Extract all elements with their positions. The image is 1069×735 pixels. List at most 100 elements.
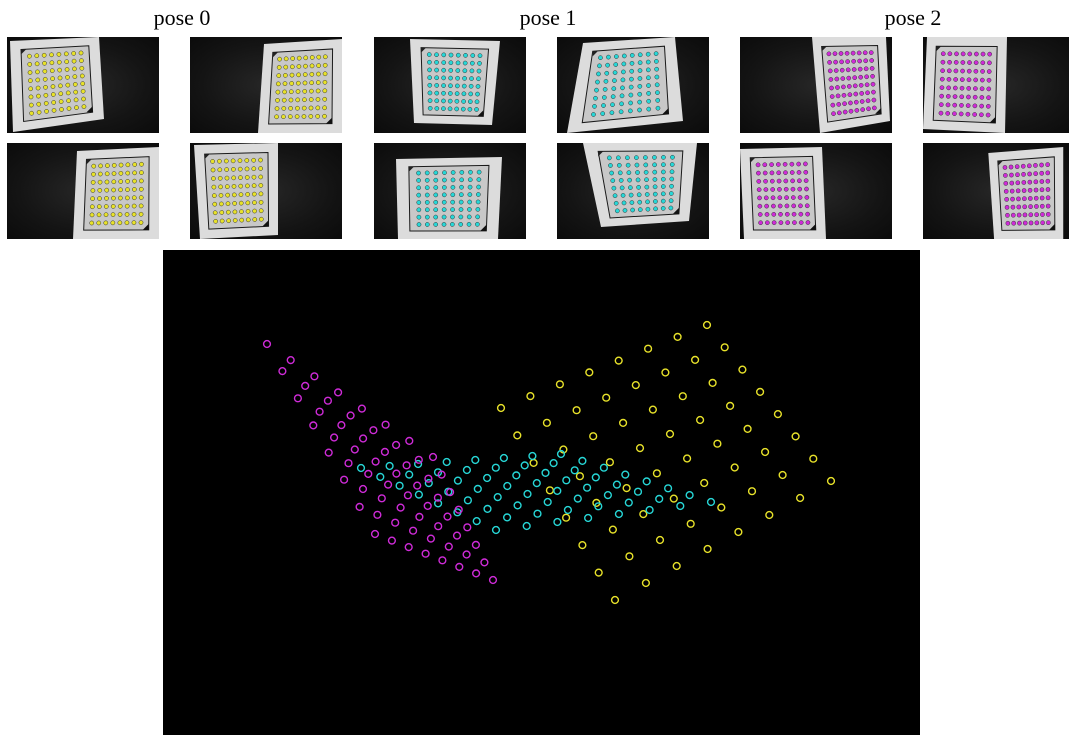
pose-1-marker — [542, 470, 549, 477]
pose-0-marker — [607, 459, 614, 466]
pose-0-marker — [692, 357, 699, 364]
pose-1-marker — [484, 506, 491, 513]
pose-2-marker — [422, 550, 429, 557]
pose-1-marker — [513, 472, 520, 479]
pose-2-marker — [325, 449, 332, 456]
pose-2-marker — [351, 446, 358, 453]
pose-0-marker — [615, 357, 622, 364]
pose-1-marker — [492, 464, 499, 471]
pose-1-marker — [524, 491, 531, 498]
pose-2-marker — [406, 438, 413, 445]
pose-1-marker — [523, 523, 530, 530]
pose-0-marker — [775, 411, 782, 418]
pose-2-marker — [365, 471, 372, 478]
pose-1-marker — [563, 477, 570, 484]
pose-2-marker — [464, 524, 471, 531]
pose-1-view-1-thumbnail — [374, 37, 526, 133]
pose-0-marker — [762, 449, 769, 456]
pose-0-marker — [797, 495, 804, 502]
pose-2-marker — [415, 456, 422, 463]
pose-0-marker — [674, 334, 681, 341]
pose-2-marker — [374, 511, 381, 518]
pose-2-marker — [414, 482, 421, 489]
pose-0-marker — [673, 563, 680, 570]
pose-0-marker — [714, 440, 721, 447]
pose-0-marker — [718, 504, 725, 511]
pose-2-marker — [372, 531, 379, 538]
pose-0-marker — [779, 472, 786, 479]
pose-2-marker — [359, 405, 366, 412]
pose-0-marker — [828, 478, 835, 485]
pose-2-marker — [403, 462, 410, 469]
pose-2-marker — [445, 543, 452, 550]
pose-2-marker — [410, 527, 417, 534]
pose-2-marker — [287, 357, 294, 364]
pose-1-marker — [635, 488, 642, 495]
pose-1-marker — [533, 480, 540, 487]
pose-2-marker — [382, 449, 389, 456]
pose-0-marker — [662, 369, 669, 376]
pose-0-marker — [727, 403, 734, 410]
pose-2-marker — [279, 368, 286, 375]
pose-1-marker — [584, 484, 591, 491]
pose-1-marker — [358, 465, 365, 472]
pose-0-marker — [766, 512, 773, 519]
pose-1-marker — [585, 515, 592, 522]
pose-1-marker — [529, 453, 536, 460]
pose-1-label: pose 1 — [488, 4, 608, 32]
pose-2-marker — [405, 544, 412, 551]
pose-1-marker — [614, 481, 621, 488]
pose-1-view-3-thumbnail — [374, 143, 526, 239]
pose-2-marker — [392, 519, 399, 526]
pose-0-marker — [667, 431, 674, 438]
pose-2-marker — [435, 523, 442, 530]
pose-1-marker — [416, 491, 423, 498]
pose-0-marker — [547, 487, 554, 494]
pose-2-marker — [405, 492, 412, 499]
pose-0-marker — [731, 464, 738, 471]
pose-2-marker — [393, 470, 400, 477]
pose-1-marker — [484, 475, 491, 482]
pose-1-marker — [665, 485, 672, 492]
pose-0-marker — [603, 394, 610, 401]
pose-1-marker — [656, 496, 663, 503]
pose-0-marker — [670, 495, 677, 502]
pose-1-marker — [550, 460, 557, 467]
pose-0-marker — [498, 405, 505, 412]
pose-2-marker — [372, 458, 379, 465]
pose-0-marker — [626, 553, 633, 560]
pose-2-marker — [490, 577, 497, 584]
pose-1-marker — [574, 495, 581, 502]
pose-2-marker — [331, 434, 338, 441]
pose-0-marker — [654, 470, 661, 477]
pose-2-marker — [356, 504, 363, 511]
pose-2-view-2-thumbnail — [923, 37, 1069, 133]
pose-0-view-2-thumbnail — [190, 37, 342, 133]
pose-0-label: pose 0 — [122, 4, 242, 32]
pose-2-marker — [310, 422, 317, 429]
pose-1-marker — [521, 462, 528, 469]
pose-2-marker — [382, 421, 389, 428]
pose-0-marker — [527, 393, 534, 400]
pose-0-marker — [590, 433, 597, 440]
pose-1-marker — [377, 474, 384, 481]
pose-2-marker — [360, 435, 367, 442]
pose-2-marker — [456, 564, 463, 571]
pose-2-marker — [439, 557, 446, 564]
pose-1-marker — [406, 471, 413, 478]
pose-0-marker — [544, 419, 551, 426]
pose-1-marker — [571, 467, 578, 474]
pose-1-marker — [544, 499, 551, 506]
pose-2-marker — [473, 542, 480, 549]
pose-2-marker — [397, 504, 404, 511]
pose-1-marker — [579, 458, 586, 465]
pose-0-marker — [792, 433, 799, 440]
pose-0-marker — [739, 366, 746, 373]
pose-2-marker — [360, 486, 367, 493]
pose-2-marker — [295, 395, 302, 402]
pose-1-marker — [396, 482, 403, 489]
pose-1-marker — [464, 467, 471, 474]
pose-0-marker — [701, 480, 708, 487]
pose-1-marker — [504, 514, 511, 521]
pose-2-marker — [316, 408, 323, 415]
